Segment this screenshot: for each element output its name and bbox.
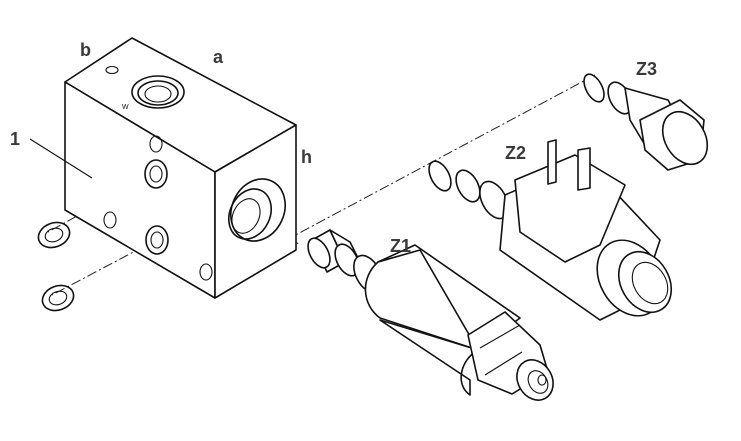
leader-line-block xyxy=(29,138,93,179)
valve-z2 xyxy=(428,139,673,321)
svg-text:W: W xyxy=(122,104,129,111)
label-valve-z3: Z3 xyxy=(636,59,657,79)
label-port-b: b xyxy=(80,40,91,60)
manifold-block: W xyxy=(64,37,297,299)
o-ring-lower xyxy=(41,284,75,312)
front-face-ports xyxy=(103,135,213,281)
label-valve-z1: Z1 xyxy=(390,236,411,256)
label-port-a: a xyxy=(213,47,224,67)
port-b-opening xyxy=(105,65,119,75)
port-a-opening: W xyxy=(122,75,185,111)
label-block: 1 xyxy=(10,129,20,149)
block-right-face xyxy=(214,124,297,299)
valve-z1 xyxy=(307,229,554,401)
o-ring-upper xyxy=(37,221,71,249)
label-port-h: h xyxy=(301,147,312,167)
valve-z3 xyxy=(583,73,709,171)
label-valve-z2: Z2 xyxy=(505,143,526,163)
port-h-opening xyxy=(228,178,286,242)
